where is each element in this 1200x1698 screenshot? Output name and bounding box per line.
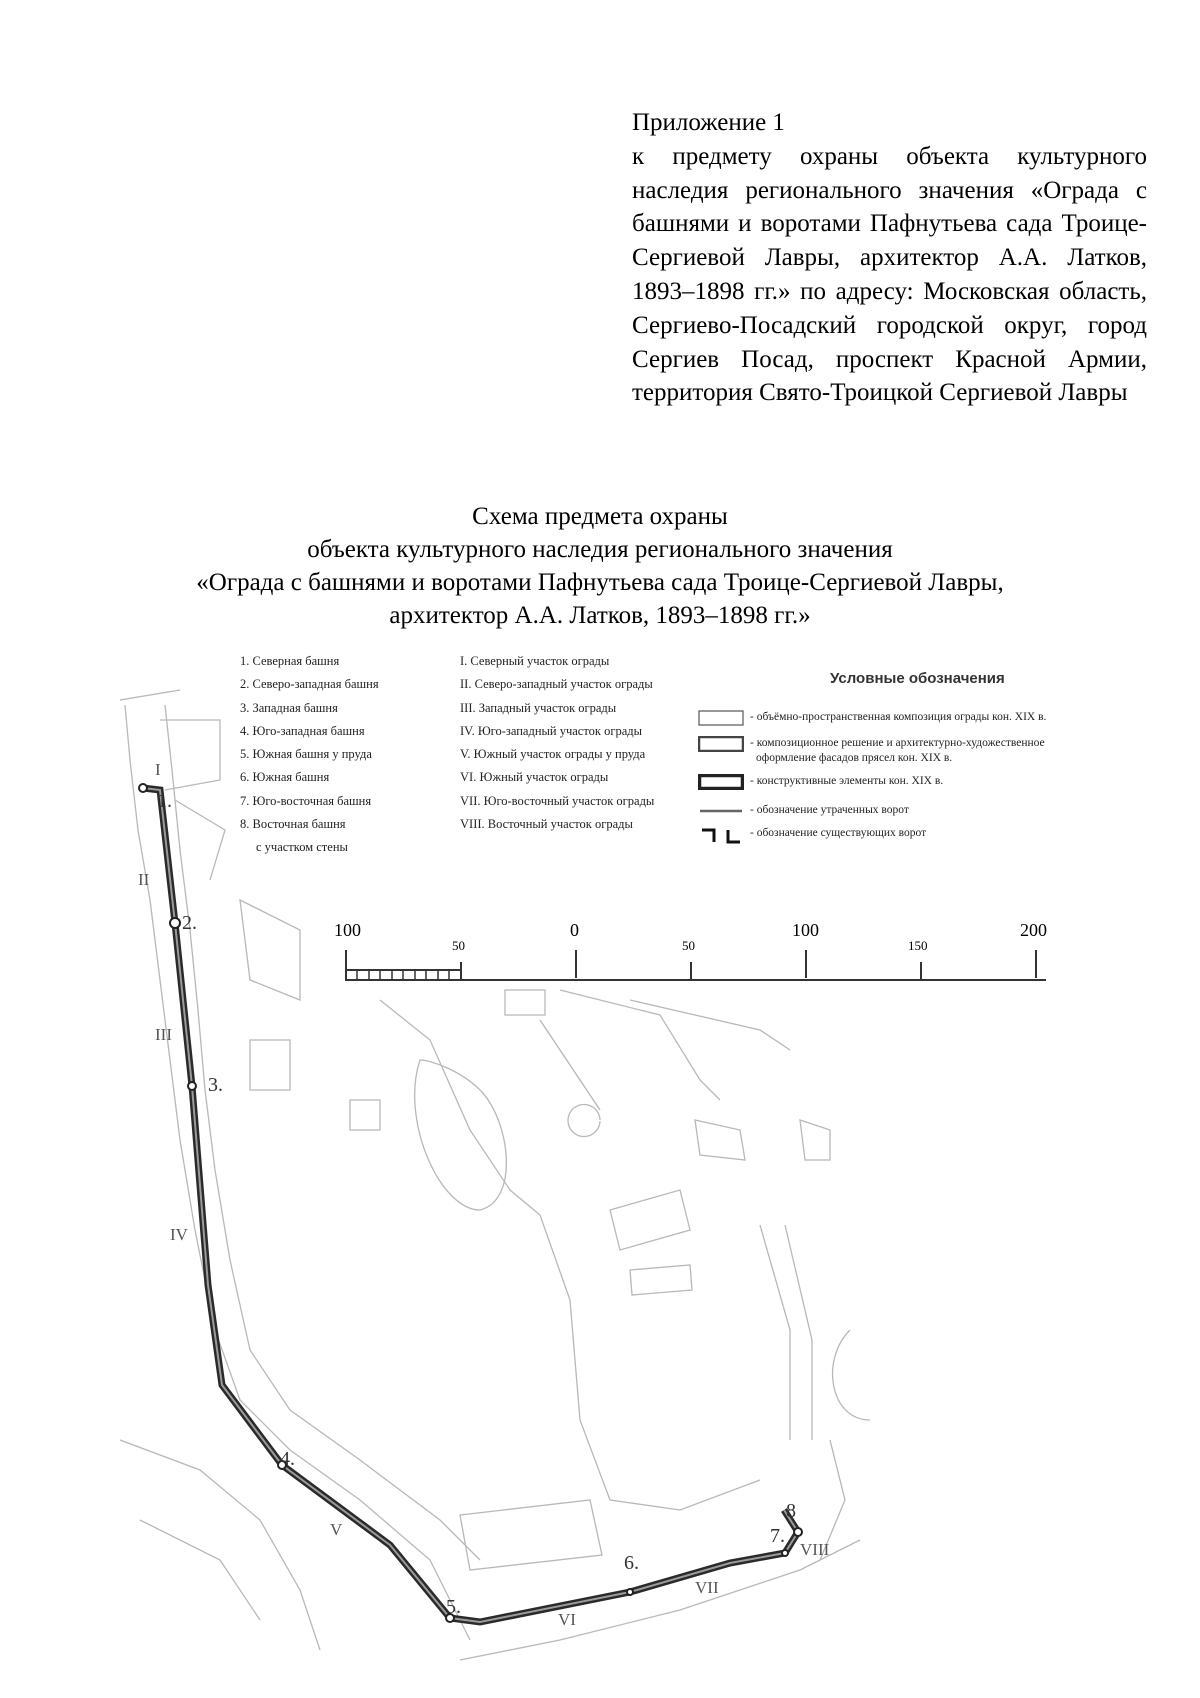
appendix-number: Приложение 1 — [632, 109, 785, 136]
section-legend-item: VII. Юго-восточный участок ограды — [460, 793, 655, 808]
legend-row-lost-gates: - обозначение утраченных ворот — [698, 803, 909, 823]
scale-label: 0 — [570, 920, 579, 940]
scheme-title-line-4: архитектор А.А. Латков, 1893–1898 гг.» — [389, 602, 811, 629]
section-legend-item: V. Южный участок ограды у пруда — [460, 747, 646, 762]
legend-text: оформление фасадов прясел кон. XIX в. — [756, 752, 953, 764]
appendix-block: Приложение 1 к предмету охраны объекта к… — [632, 106, 1147, 410]
tower-label-2: 2. — [182, 912, 197, 934]
section-legend-item: IV. Юго-западный участок ограды — [460, 723, 643, 738]
scheme-title: Схема предмета охраны объекта культурног… — [0, 500, 1200, 632]
tower-legend: 1. Северная башня 2. Северо-западная баш… — [240, 650, 379, 860]
section-legend-item: I. Северный участок ограды — [460, 654, 610, 668]
existing-gates-symbol — [702, 828, 740, 844]
tower-label-6: 6. — [624, 1552, 639, 1574]
tower-legend-item: 8. Восточная башня — [240, 817, 346, 832]
legend-text: - композиционное решение и архитектурно-… — [750, 737, 1045, 749]
facade-symbol — [697, 735, 745, 753]
structure-symbol — [697, 773, 745, 791]
legend-title: Условные обозначения — [830, 670, 1005, 687]
tower-label-4: 4. — [280, 1448, 295, 1470]
scale-label: 200 — [1020, 920, 1047, 940]
section-label-vii: VII — [695, 1578, 719, 1597]
scale-label: 100 — [792, 920, 819, 940]
tower-legend-item: с участком стены — [256, 840, 348, 855]
section-label-i: I — [155, 760, 161, 779]
fence-outline — [142, 784, 803, 1626]
section-legend: I. Северный участок ограды II. Северо-за… — [460, 650, 654, 836]
scale-label: 150 — [908, 938, 928, 953]
legend-text: - обозначение утраченных ворот — [750, 804, 909, 816]
section-legend-item: II. Северо-западный участок ограды — [460, 677, 653, 692]
tower-label-1: 1. — [157, 790, 172, 812]
section-label-iii: III — [155, 1025, 172, 1044]
tower-label-5: 5. — [446, 1596, 461, 1618]
scheme-title-line-2: объекта культурного наследия регионально… — [307, 536, 893, 563]
legend-row-existing-gates: - обозначение существующих ворот — [698, 826, 926, 848]
scheme-title-line-1: Схема предмета охраны — [472, 503, 728, 530]
legend-text: - конструктивные элементы кон. XIX в. — [750, 775, 944, 787]
tower-legend-item: 5. Южная башня у пруда — [240, 747, 372, 762]
scale-label: 50 — [682, 938, 695, 953]
tower-label-8: 8 — [786, 1500, 796, 1522]
section-label-viii: VIII — [800, 1540, 830, 1559]
section-label-vi: VI — [558, 1610, 576, 1629]
scale-label: 100 — [334, 920, 361, 940]
legend-row-composition: - объёмно-пространственная композиция ог… — [698, 710, 1046, 730]
tower-label-3: 3. — [208, 1074, 223, 1096]
legend-text: - обозначение существующих ворот — [750, 827, 927, 839]
base-map-lines — [119, 689, 871, 1661]
composition-symbol — [698, 710, 744, 726]
tower-legend-item: 4. Юго-западная башня — [240, 723, 365, 738]
section-legend-item: VI. Южный участок ограды — [460, 770, 609, 785]
legend-row-facade: - композиционное решение и архитектурно-… — [697, 735, 1045, 764]
scheme-title-line-3: «Ограда с башнями и воротами Пафнутьева … — [196, 569, 1004, 596]
scale-label: 50 — [452, 938, 465, 953]
tower-legend-item: 7. Юго-восточная башня — [240, 793, 372, 808]
appendix-text: к предмету охраны объекта культурного на… — [632, 142, 1147, 407]
tower-markers — [138, 783, 803, 1623]
section-label-iv: IV — [170, 1225, 188, 1244]
lost-gates-symbol — [700, 809, 742, 813]
legend-row-structure: - конструктивные элементы кон. XIX в. — [697, 773, 943, 794]
tower-legend-item: 6. Южная башня — [240, 770, 330, 785]
section-label-v: V — [330, 1520, 343, 1539]
tower-legend-item: 3. Западная башня — [240, 700, 338, 715]
tower-label-7: 7. — [770, 1525, 785, 1547]
tower-legend-item: 2. Северо-западная башня — [240, 677, 379, 692]
tower-legend-item: 1. Северная башня — [240, 654, 340, 668]
section-legend-item: III. Западный участок ограды — [460, 700, 617, 715]
section-legend-item: VIII. Восточный участок ограды — [460, 817, 633, 832]
legend-text: - объёмно-пространственная композиция ог… — [750, 711, 1047, 723]
section-label-ii: II — [138, 870, 150, 889]
